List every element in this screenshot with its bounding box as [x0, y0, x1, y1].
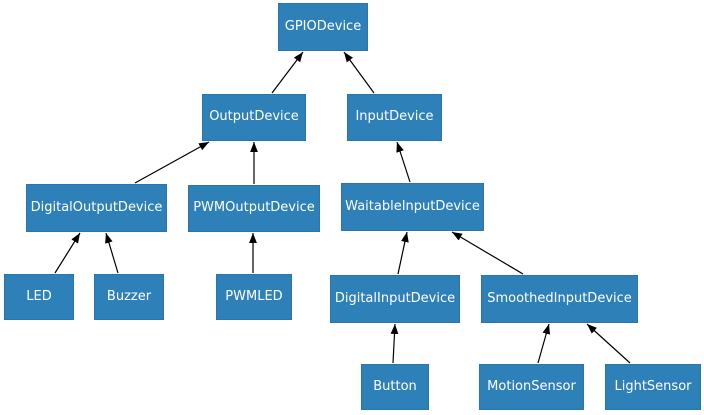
- class-node-label: GPIODevice: [284, 18, 362, 34]
- inheritance-arrow-waitableinputdevice-to-inputdevice: [396, 141, 411, 183]
- class-node-label: LED: [26, 288, 52, 304]
- class-node-outputdevice: OutputDevice: [202, 94, 306, 141]
- class-node-label: DigitalOutputDevice: [30, 199, 163, 215]
- class-node-smoothedinputdevice: SmoothedInputDevice: [481, 275, 638, 323]
- class-node-buzzer: Buzzer: [94, 274, 164, 320]
- inheritance-arrow-motionsensor-to-smoothedinputdevice: [537, 323, 551, 364]
- class-node-button: Button: [361, 364, 429, 410]
- class-node-inputdevice: InputDevice: [347, 94, 442, 141]
- class-node-digitaloutputdevice: DigitalOutputDevice: [26, 184, 167, 232]
- class-node-label: PWMLED: [225, 288, 283, 304]
- inheritance-arrow-button-to-digitalinputdevice: [390, 323, 399, 364]
- class-node-motionsensor: MotionSensor: [479, 364, 584, 410]
- class-node-lightsensor: LightSensor: [605, 364, 701, 410]
- class-node-label: Button: [373, 378, 417, 394]
- inheritance-arrow-led-to-digitaloutputdevice: [54, 232, 81, 274]
- class-node-label: LightSensor: [614, 378, 692, 394]
- class-node-gpiodevice: GPIODevice: [278, 3, 368, 51]
- inheritance-arrow-inputdevice-to-gpiodevice: [343, 51, 375, 94]
- class-node-pwmled: PWMLED: [216, 274, 292, 320]
- class-node-waitableinputdevice: WaitableInputDevice: [341, 183, 484, 231]
- class-node-digitalinputdevice: DigitalInputDevice: [330, 275, 460, 323]
- class-node-pwmoutputdevice: PWMOutputDevice: [188, 185, 320, 232]
- inheritance-arrow-digitaloutputdevice-to-outputdevice: [134, 141, 210, 184]
- class-node-label: MotionSensor: [487, 378, 576, 394]
- inheritance-arrow-lightsensor-to-smoothedinputdevice: [586, 323, 631, 364]
- class-node-led: LED: [4, 274, 74, 320]
- class-node-label: InputDevice: [355, 109, 434, 125]
- class-node-label: SmoothedInputDevice: [487, 290, 632, 306]
- inheritance-arrow-digitalinputdevice-to-waitableinputdevice: [397, 231, 409, 275]
- inheritance-arrow-outputdevice-to-gpiodevice: [271, 51, 304, 94]
- class-node-label: WaitableInputDevice: [345, 198, 480, 214]
- class-node-label: DigitalInputDevice: [334, 290, 456, 306]
- class-node-label: OutputDevice: [209, 109, 299, 125]
- inheritance-arrow-smoothedinputdevice-to-waitableinputdevice: [451, 231, 524, 275]
- inheritance-arrow-buzzer-to-digitaloutputdevice: [105, 232, 119, 274]
- class-node-label: PWMOutputDevice: [193, 200, 315, 216]
- class-node-label: Buzzer: [106, 288, 152, 304]
